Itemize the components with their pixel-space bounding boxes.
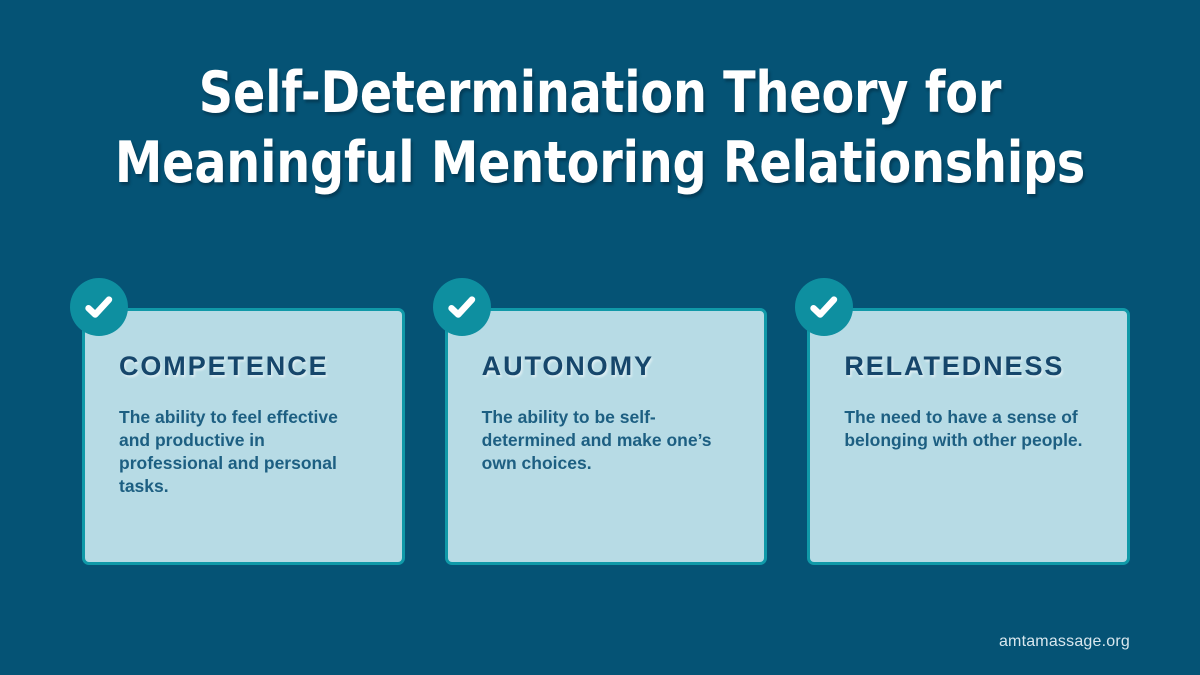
concept-card-competence: COMPETENCE The ability to feel effective… — [70, 278, 405, 568]
card-heading: AUTONOMY — [481, 351, 654, 381]
page-title-line-2: Meaningful Mentoring Relationships — [114, 130, 1086, 196]
concept-card-relatedness: RELATEDNESS The need to have a sense of … — [795, 278, 1131, 568]
card-panel: AUTONOMY The ability to be self-determin… — [444, 308, 768, 565]
card-panel: RELATEDNESS The need to have a sense of … — [807, 308, 1131, 565]
check-icon — [70, 278, 128, 336]
source-attribution: amtamassage.org — [998, 633, 1130, 650]
card-heading: RELATEDNESS — [844, 351, 1065, 381]
page-title-line-1: Self-Determination Theory for — [198, 60, 1002, 126]
card-description: The ability to feel effective and produc… — [119, 407, 338, 496]
check-icon — [795, 278, 854, 336]
concept-card-autonomy: AUTONOMY The ability to be self-determin… — [432, 278, 768, 568]
card-description: The need to have a sense of belonging wi… — [844, 407, 1083, 450]
page-title: Self-Determination Theory for Meaningful… — [0, 58, 1200, 198]
check-icon — [432, 278, 491, 336]
concept-cards-row: COMPETENCE The ability to feel effective… — [70, 278, 1131, 568]
card-description: The ability to be self-determined and ma… — [481, 407, 712, 473]
card-heading: COMPETENCE — [119, 351, 329, 381]
card-panel: COMPETENCE The ability to feel effective… — [82, 308, 405, 565]
